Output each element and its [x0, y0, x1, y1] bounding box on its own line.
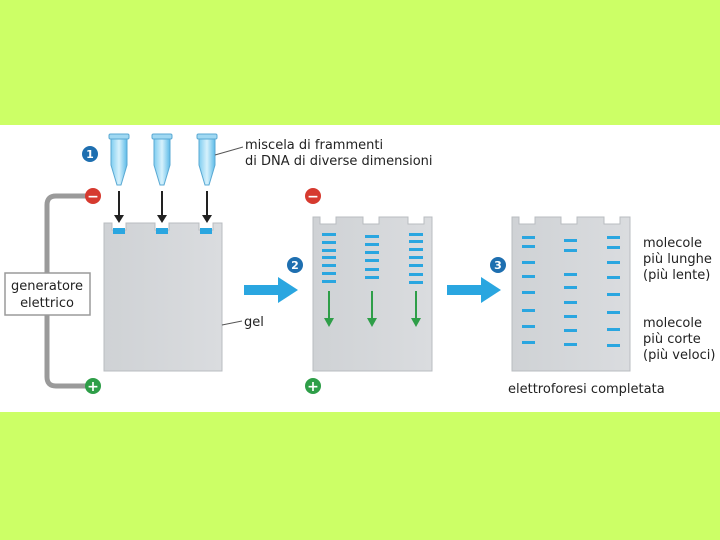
micro-tube-icon [196, 133, 218, 186]
shorter-label-1: molecole [643, 316, 702, 331]
dna-band [522, 291, 535, 294]
svg-text:+: + [307, 379, 319, 395]
dna-band [365, 276, 379, 279]
dna-band [365, 259, 379, 262]
dna-band [607, 246, 620, 249]
dna-band [365, 251, 379, 254]
down-arrow-icon [114, 191, 124, 223]
dna-band [564, 329, 577, 332]
down-arrow-icon [202, 191, 212, 223]
diagram-panel: generatore elettrico 1 miscela di framme… [0, 125, 720, 412]
gel-slab-3 [511, 216, 631, 372]
migration-arrows [324, 291, 421, 327]
mixture-label-1: miscela di frammenti [245, 138, 383, 153]
dna-band [409, 256, 423, 259]
dna-band [522, 325, 535, 328]
svg-text:2: 2 [291, 259, 299, 272]
dna-band [522, 261, 535, 264]
generator-label-1: generatore [11, 279, 83, 294]
micro-tube-icon [108, 133, 130, 186]
dna-band [322, 264, 336, 267]
positive-electrode-1: + [85, 378, 101, 395]
dna-band [409, 233, 423, 236]
generator-label-2: elettrico [20, 296, 74, 311]
dna-band [322, 272, 336, 275]
gel-leader-line [221, 320, 243, 326]
dna-band [322, 256, 336, 259]
longer-label-3: (più lente) [643, 268, 710, 283]
svg-text:3: 3 [494, 259, 502, 272]
dna-band [564, 273, 577, 276]
negative-electrode-2: − [305, 188, 321, 205]
step-1-badge: 1 [82, 146, 98, 162]
dna-band [607, 236, 620, 239]
down-arrow-icon [157, 191, 167, 223]
dna-band [322, 233, 336, 236]
dna-band [607, 328, 620, 331]
longer-label-1: molecole [643, 236, 702, 251]
dna-band [522, 275, 535, 278]
mixture-leader-line [214, 146, 244, 156]
shorter-label-3: (più veloci) [643, 348, 715, 363]
dna-band [522, 309, 535, 312]
completed-label: elettroforesi completata [508, 382, 665, 397]
step-3-badge: 3 [490, 257, 506, 273]
dna-band [564, 301, 577, 304]
positive-electrode-2: + [305, 378, 321, 395]
dna-band [409, 264, 423, 267]
dna-band [409, 281, 423, 284]
down-arrow-icon [367, 291, 377, 327]
step-2-badge: 2 [287, 257, 303, 273]
dna-band [607, 311, 620, 314]
down-arrow-icon [411, 291, 421, 327]
dna-band [365, 235, 379, 238]
dna-band [607, 276, 620, 279]
dna-band [564, 249, 577, 252]
generator-box: generatore elettrico [4, 272, 91, 316]
dna-band [607, 293, 620, 296]
process-arrow-icon [447, 277, 501, 303]
svg-text:1: 1 [86, 148, 94, 161]
electrophoresis-diagram: generatore elettrico 1 miscela di framme… [4, 133, 715, 397]
dna-band [322, 249, 336, 252]
svg-text:+: + [87, 379, 99, 395]
dna-band [522, 245, 535, 248]
dna-band [607, 261, 620, 264]
dna-band [409, 248, 423, 251]
dna-band [564, 315, 577, 318]
gel-label: gel [244, 315, 264, 330]
dna-band [607, 344, 620, 347]
micro-tube-icon [151, 133, 173, 186]
gel-3-bands [522, 236, 620, 347]
dna-band [564, 343, 577, 346]
dna-band [365, 268, 379, 271]
gel-slab-1 [103, 222, 223, 372]
dna-band [322, 280, 336, 283]
dna-band [409, 273, 423, 276]
mixture-label-2: di DNA di diverse dimensioni [245, 154, 433, 169]
svg-text:−: − [307, 189, 319, 205]
dna-band [322, 241, 336, 244]
svg-text:−: − [87, 189, 99, 205]
dna-band [409, 240, 423, 243]
dna-band [564, 239, 577, 242]
dna-band [522, 341, 535, 344]
down-arrow-icon [324, 291, 334, 327]
dna-band [365, 243, 379, 246]
dna-band [522, 236, 535, 239]
dna-band [564, 286, 577, 289]
shorter-label-2: più corte [643, 332, 701, 347]
longer-label-2: più lunghe [643, 252, 712, 267]
gel-2-bands [322, 233, 423, 284]
negative-electrode-1: − [85, 188, 101, 205]
process-arrow-icon [244, 277, 298, 303]
